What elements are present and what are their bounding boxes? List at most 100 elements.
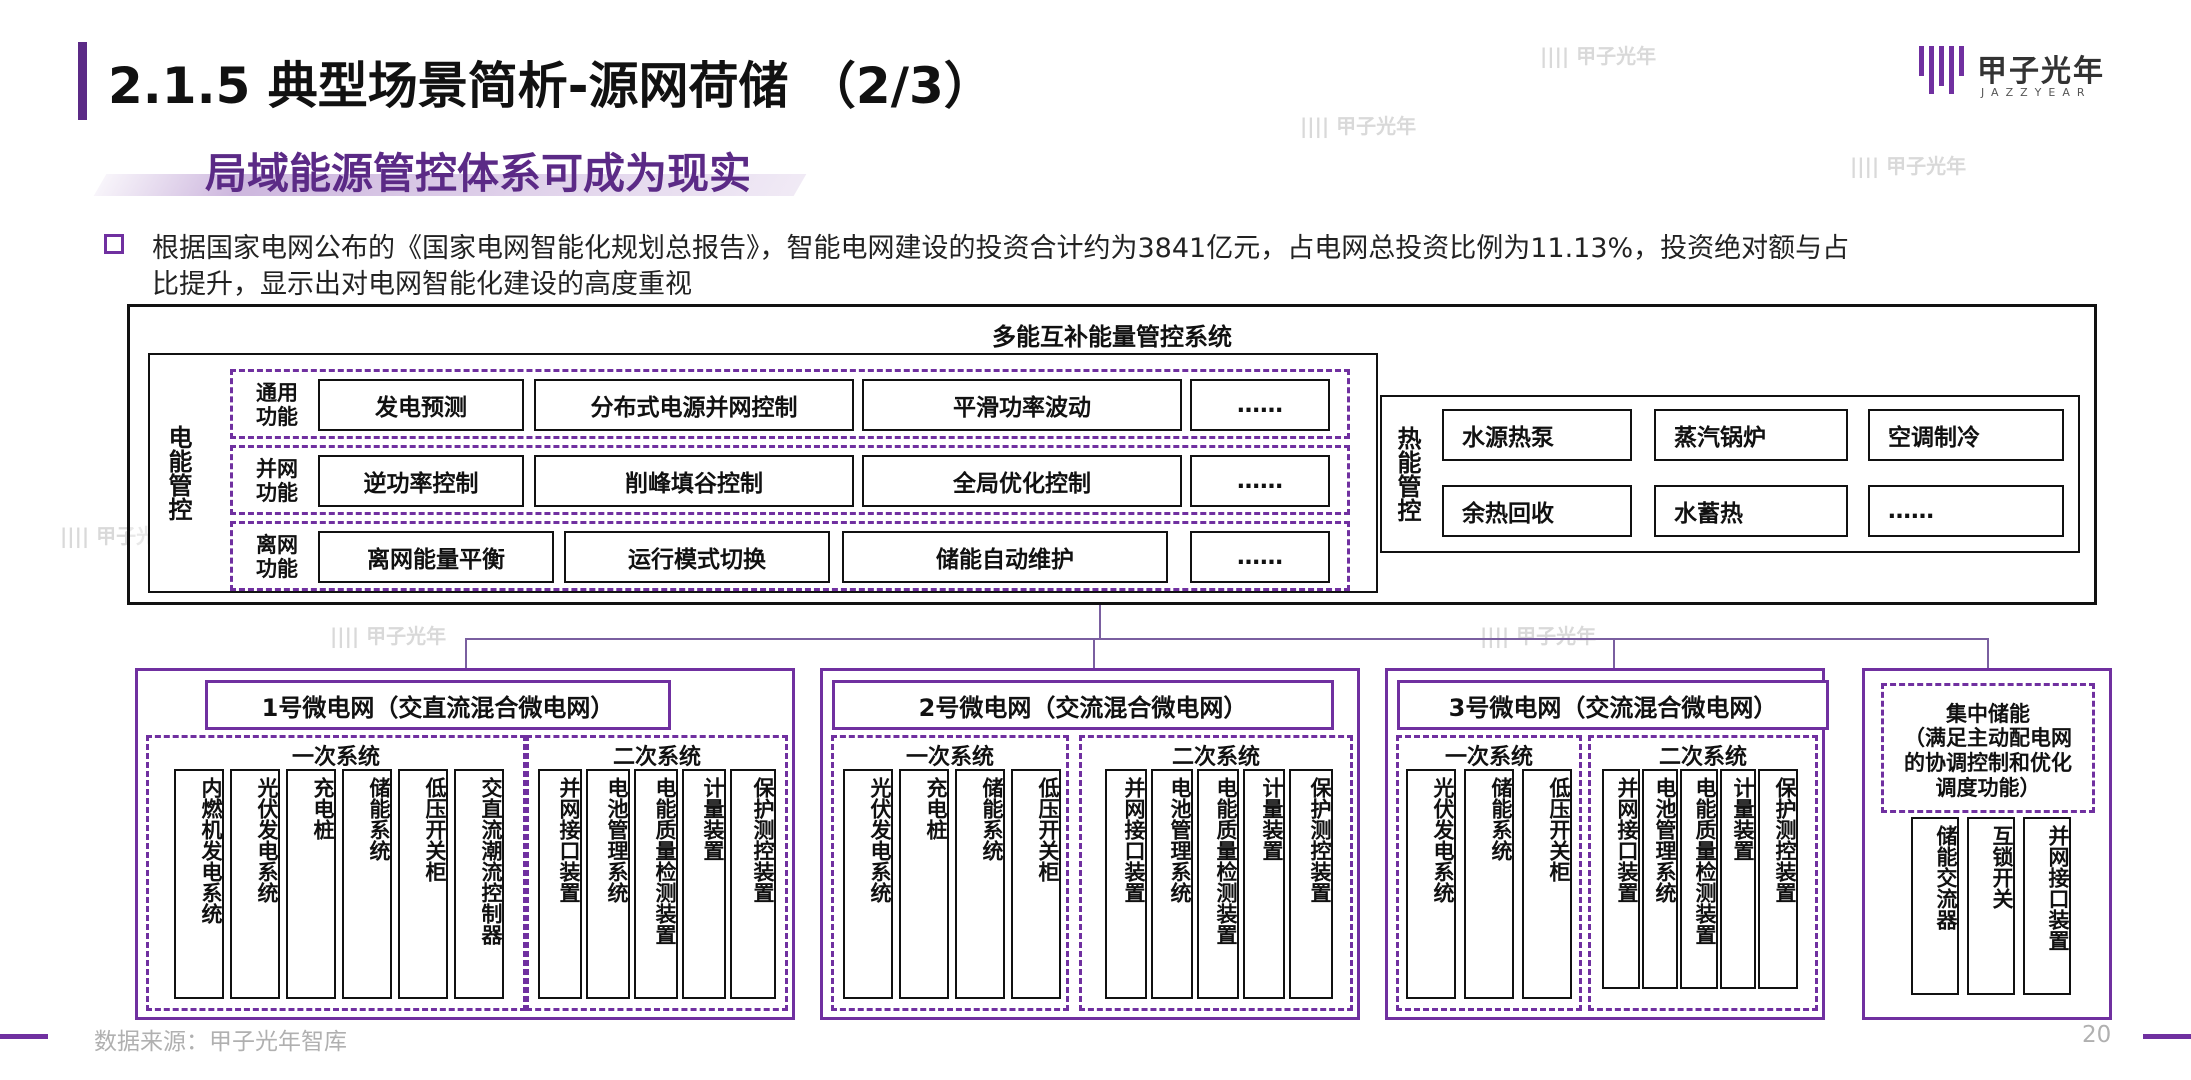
microgrid-title-box: 3号微电网（交流混合微电网） bbox=[1397, 680, 1829, 730]
power-management-label: 电能管控 bbox=[164, 425, 192, 521]
primary-item: 储能系统 bbox=[1464, 769, 1514, 999]
secondary-item: 计量装置 bbox=[1243, 769, 1285, 999]
function-row-general bbox=[230, 369, 1350, 439]
secondary-system-label: 二次系统 bbox=[1658, 745, 1747, 770]
power-management-block: 电能管控 通用功能 发电预测 分布式电源并网控制 平滑功率波动 …… 并网功能 … bbox=[148, 353, 1378, 593]
bullet-text-line2: 比提升，显示出对电网智能化建设的高度重视 bbox=[152, 269, 692, 300]
secondary-item: 计量装置 bbox=[1720, 769, 1756, 989]
heat-management-label: 热能管控 bbox=[1393, 426, 1421, 522]
primary-system-group bbox=[1396, 735, 1582, 1011]
page-title: 2.1.5 典型场景简析-源网荷储 （2/3） bbox=[108, 57, 994, 115]
primary-item: 储能系统 bbox=[955, 769, 1005, 999]
primary-item: 低压开关柜 bbox=[398, 769, 448, 999]
secondary-item: 电能质量检测装置 bbox=[1197, 769, 1239, 999]
subtitle: 局域能源管控体系可成为现实 bbox=[205, 149, 752, 198]
footer-line-left bbox=[0, 1034, 48, 1039]
primary-item: 低压开关柜 bbox=[1522, 769, 1572, 999]
watermark-logo: |||| 甲子光年 bbox=[1480, 624, 1597, 648]
energy-management-system: 多能互补能量管控系统 电能管控 通用功能 发电预测 分布式电源并网控制 平滑功率… bbox=[127, 304, 2097, 605]
footer-line-right bbox=[2143, 1034, 2191, 1039]
func-item-more: …… bbox=[1190, 531, 1330, 583]
func-item: 发电预测 bbox=[318, 379, 524, 431]
row-label-off-grid: 离网功能 bbox=[256, 533, 298, 581]
microgrid-title-box: 1号微电网（交直流混合微电网） bbox=[205, 680, 671, 730]
row-label-general: 通用功能 bbox=[256, 381, 298, 429]
func-item-more: …… bbox=[1190, 455, 1330, 507]
centralized-storage: 集中储能 （满足主动配电网的协调控制和优化调度功能） 储能交流器 互锁开关 并网… bbox=[1862, 668, 2112, 1020]
func-item: 分布式电源并网控制 bbox=[534, 379, 854, 431]
storage-item: 储能交流器 bbox=[1911, 817, 1959, 995]
primary-system-label: 一次系统 bbox=[905, 745, 994, 770]
secondary-system-group bbox=[526, 735, 788, 1011]
func-item: 全局优化控制 bbox=[862, 455, 1182, 507]
bullet-text-line1: 根据国家电网公布的《国家电网智能化规划总报告》，智能电网建设的投资合计约为384… bbox=[152, 233, 1850, 264]
primary-item: 光伏发电系统 bbox=[230, 769, 280, 999]
secondary-item: 保护测控装置 bbox=[1758, 769, 1798, 989]
storage-item: 并网接口装置 bbox=[2023, 817, 2071, 995]
primary-item: 交直流潮流控制器 bbox=[454, 769, 504, 999]
secondary-item: 并网接口装置 bbox=[1602, 769, 1640, 989]
secondary-system-label: 二次系统 bbox=[1171, 745, 1260, 770]
connector-trunk bbox=[1099, 605, 1101, 639]
logo-text: 甲子光年 bbox=[1977, 54, 2105, 89]
heat-item-more: …… bbox=[1868, 485, 2064, 537]
connector-drop bbox=[465, 638, 467, 668]
primary-system-label: 一次系统 bbox=[291, 745, 380, 770]
secondary-item: 并网接口装置 bbox=[538, 769, 582, 999]
page-number: 20 bbox=[2082, 1022, 2112, 1048]
heat-item: 余热回收 bbox=[1442, 485, 1632, 537]
storage-item: 互锁开关 bbox=[1967, 817, 2015, 995]
func-item-more: …… bbox=[1190, 379, 1330, 431]
primary-system-label: 一次系统 bbox=[1444, 745, 1533, 770]
connector-drop bbox=[1987, 638, 1989, 668]
secondary-item: 电能质量检测装置 bbox=[634, 769, 678, 999]
connector-drop bbox=[1613, 638, 1615, 668]
heat-item: 蒸汽锅炉 bbox=[1654, 409, 1848, 461]
secondary-system-group bbox=[1588, 735, 1818, 1011]
storage-description: （满足主动配电网的协调控制和优化调度功能） bbox=[1904, 726, 2072, 800]
function-row-grid-connected bbox=[230, 445, 1350, 515]
heat-management-block: 热能管控 水源热泵 蒸汽锅炉 空调制冷 余热回收 水蓄热 …… bbox=[1380, 395, 2080, 553]
secondary-system-group bbox=[1079, 735, 1353, 1011]
func-item: 运行模式切换 bbox=[564, 531, 830, 583]
bullet-marker bbox=[104, 234, 124, 254]
connector-horizontal bbox=[465, 638, 1989, 640]
primary-item: 充电桩 bbox=[899, 769, 949, 999]
primary-item: 光伏发电系统 bbox=[1406, 769, 1456, 999]
func-item: 削峰填谷控制 bbox=[534, 455, 854, 507]
secondary-item: 电池管理系统 bbox=[1151, 769, 1193, 999]
heat-item: 水源热泵 bbox=[1442, 409, 1632, 461]
heat-item: 水蓄热 bbox=[1654, 485, 1848, 537]
title-bar bbox=[78, 42, 87, 120]
secondary-system-label: 二次系统 bbox=[612, 745, 701, 770]
secondary-item: 电池管理系统 bbox=[586, 769, 630, 999]
primary-item: 充电桩 bbox=[286, 769, 336, 999]
primary-system-group bbox=[831, 735, 1069, 1011]
primary-item: 内燃机发电系统 bbox=[174, 769, 224, 999]
primary-item: 光伏发电系统 bbox=[843, 769, 893, 999]
secondary-item: 电池管理系统 bbox=[1642, 769, 1678, 989]
watermark-logo: |||| 甲子光年 bbox=[1540, 44, 1657, 68]
logo-subtext: JAZZYEAR bbox=[1981, 86, 2092, 99]
function-row-off-grid bbox=[230, 521, 1350, 591]
secondary-item: 并网接口装置 bbox=[1105, 769, 1147, 999]
microgrid-2: 2号微电网（交流混合微电网） 一次系统 光伏发电系统 充电桩 储能系统 低压开关… bbox=[820, 668, 1360, 1020]
primary-item: 储能系统 bbox=[342, 769, 392, 999]
secondary-item: 电能质量检测装置 bbox=[1680, 769, 1718, 989]
logo-mark-icon bbox=[1919, 46, 1964, 94]
microgrid-3: 3号微电网（交流混合微电网） 一次系统 光伏发电系统 储能系统 低压开关柜 二次… bbox=[1385, 668, 1829, 1020]
secondary-item: 计量装置 bbox=[682, 769, 726, 999]
microgrid-title-box: 2号微电网（交流混合微电网） bbox=[832, 680, 1334, 730]
func-item: 平滑功率波动 bbox=[862, 379, 1182, 431]
storage-title: 集中储能 bbox=[1946, 702, 2030, 726]
secondary-item: 保护测控装置 bbox=[730, 769, 776, 999]
primary-system-group bbox=[146, 735, 526, 1011]
func-item: 离网能量平衡 bbox=[318, 531, 554, 583]
logo: 甲子光年 JAZZYEAR bbox=[1915, 42, 2115, 102]
func-item: 逆功率控制 bbox=[318, 455, 524, 507]
secondary-item: 保护测控装置 bbox=[1289, 769, 1333, 999]
heat-item: 空调制冷 bbox=[1868, 409, 2064, 461]
primary-item: 低压开关柜 bbox=[1011, 769, 1061, 999]
storage-title-box: 集中储能 （满足主动配电网的协调控制和优化调度功能） bbox=[1881, 683, 2095, 813]
data-source: 数据来源：甲子光年智库 bbox=[94, 1029, 347, 1055]
